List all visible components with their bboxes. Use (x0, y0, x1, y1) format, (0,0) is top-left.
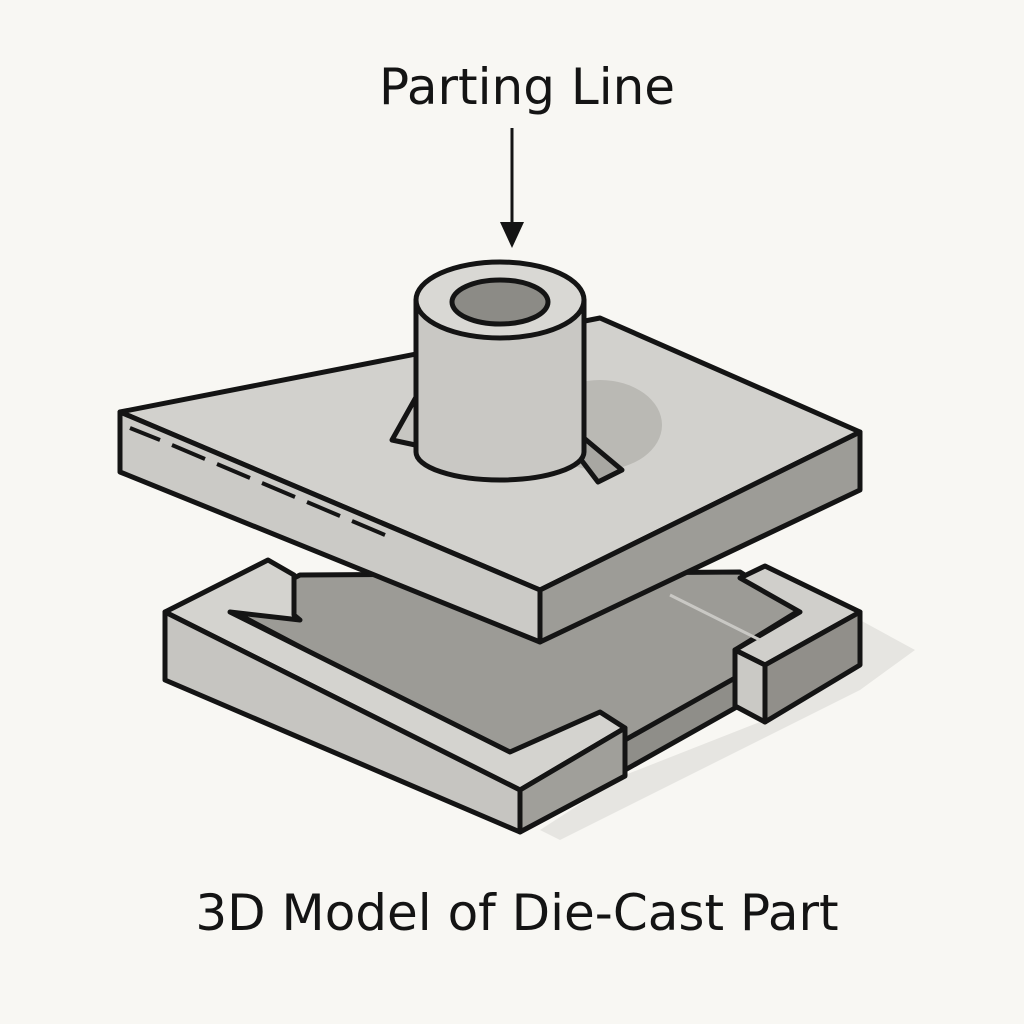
ground-shadow (540, 620, 915, 840)
bottom-die-half (162, 557, 915, 840)
cylinder-bore (449, 277, 551, 327)
diagram-title: 3D Model of Die-Cast Part (195, 884, 839, 942)
parting-line-dashes (129, 426, 386, 537)
top-die-half (117, 259, 863, 645)
frame-corner-face (517, 725, 628, 835)
cylinder-body (413, 297, 587, 483)
plate-right-face (537, 429, 863, 645)
cavity-highlight-line (669, 593, 761, 642)
parting-line-arrow (500, 128, 524, 248)
parting-line-label: Parting Line (378, 58, 676, 116)
frame-right-block-face (732, 647, 768, 725)
